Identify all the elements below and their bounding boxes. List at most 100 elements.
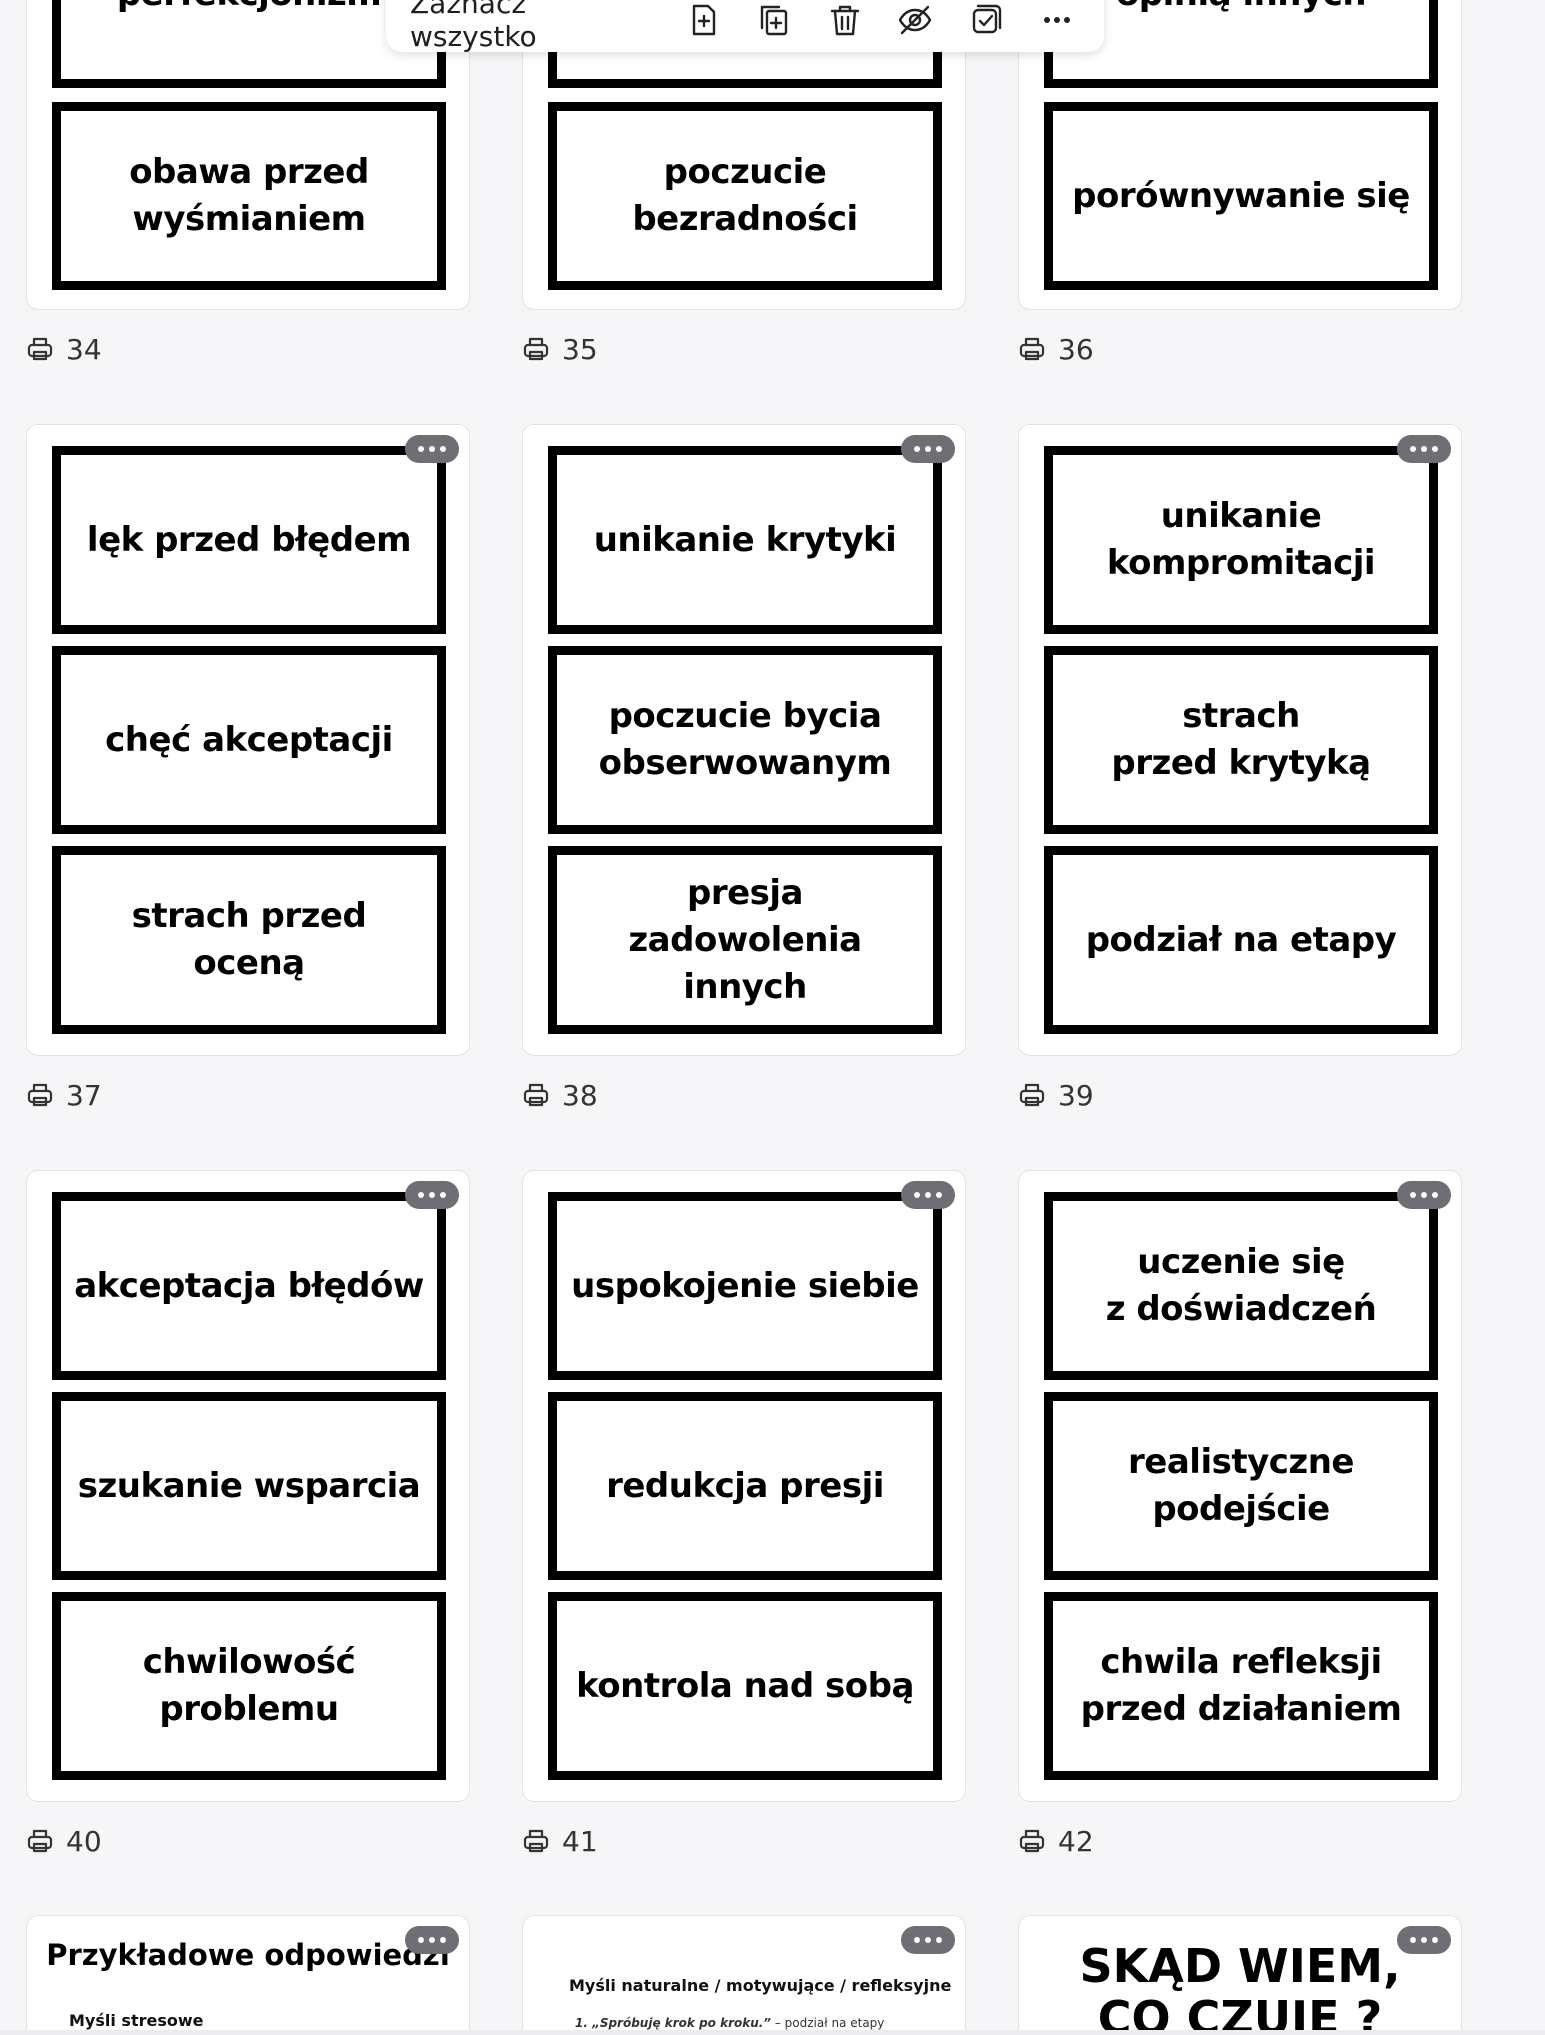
page-more-options-button[interactable] [405,1926,459,1954]
select-all-button[interactable]: Zaznacz wszystko [410,0,537,53]
flashcard: opinią innych [1044,0,1438,88]
flashcard: realistyczne podejście [1044,1392,1438,1580]
page-more-options-button[interactable] [901,435,955,463]
check-square-icon [972,4,1002,34]
flashcard: strach przed oceną [52,846,446,1034]
flashcard: chwilowość problemu [52,1592,446,1780]
hide-page-button[interactable] [892,0,939,44]
page-heading: Myśli naturalne / motywujące / refleksyj… [569,1976,952,1995]
page-more-options-button[interactable] [1397,1181,1451,1209]
flashcard: strach przed krytyką [1044,646,1438,834]
more-options-button[interactable] [1033,0,1080,44]
select-button[interactable] [963,0,1010,44]
text-line: 1. „Spróbuję krok po kroku.” – podział n… [575,2016,884,2030]
page-more-options-button[interactable] [1397,1926,1451,1954]
dot [1432,1937,1438,1943]
page-selection-toolbar: Zaznacz wszystko [386,0,1104,53]
page-number-label: 34 [26,331,102,367]
page-thumbnail[interactable]: perfekcjonizmobawa przed wyśmianiem [26,0,470,310]
flashcard: szukanie wsparcia [52,1392,446,1580]
page-number-label: 36 [1018,331,1094,367]
dot [418,1937,424,1943]
page-number-label: 35 [522,331,598,367]
line-rest: – podział na etapy [771,2016,885,2030]
page-heading: SKĄD WIEM, CO CZUJĘ ? [1079,1939,1401,2035]
flashcard: poczucie bycia obserwowanym [548,646,942,834]
dot [418,446,424,452]
flashcard: unikanie kompromitacji [1044,446,1438,634]
page-thumbnail[interactable]: opinią innychporównywanie się [1018,0,1462,310]
printer-icon [523,1829,549,1853]
page-heading: Przykładowe odpowiedzi [46,1938,450,1972]
more-horizontal-icon [1043,17,1070,23]
page-number: 34 [66,332,102,366]
add-page-icon [692,4,715,36]
dot [914,1192,920,1198]
page-number: 41 [562,1824,598,1858]
delete-page-button[interactable] [822,0,869,44]
page-more-options-button[interactable] [901,1181,955,1209]
add-page-button[interactable] [680,0,727,44]
flashcard: kontrola nad sobą [548,1592,942,1780]
printer-icon [1019,1829,1045,1853]
scroll-strip[interactable] [0,2030,1545,2035]
flashcard: uczenie się z doświadczeń [1044,1192,1438,1380]
dot [429,446,435,452]
eye-off-icon [899,5,932,35]
flashcard: redukcja presji [548,1392,942,1580]
printer-icon [27,337,53,361]
dot [1410,446,1416,452]
flashcard: lęk przed błędem [52,446,446,634]
page-number: 35 [562,332,598,366]
page-number-label: 40 [26,1823,102,1859]
page-more-options-button[interactable] [901,1926,955,1954]
page-number-label: 37 [26,1077,102,1113]
page-number: 36 [1058,332,1094,366]
flashcard: presja zadowolenia innych [548,846,942,1034]
quote-text: 1. „Spróbuję krok po kroku.” [575,2016,772,2030]
dot [925,446,931,452]
page-more-options-button[interactable] [405,435,459,463]
dot [1421,1192,1427,1198]
dot [914,1937,920,1943]
page-number: 40 [66,1824,102,1858]
flashcard: akceptacja błędów [52,1192,446,1380]
dot [936,1192,942,1198]
page-thumbnail[interactable]: Myśli naturalne / motywujące / refleksyj… [522,1915,966,2035]
flashcard: unikanie krytyki [548,446,942,634]
dot [1421,446,1427,452]
page-thumbnail[interactable]: SKĄD WIEM, CO CZUJĘ ? [1018,1915,1462,2035]
printer-icon [27,1829,53,1853]
flashcard: podział na etapy [1044,846,1438,1034]
dot [440,446,446,452]
flashcard: chęć akceptacji [52,646,446,834]
dot [1410,1192,1416,1198]
flashcard: uspokojenie siebie [548,1192,942,1380]
dot [1421,1937,1427,1943]
page-number-label: 42 [1018,1823,1094,1859]
trash-icon [830,5,860,36]
printer-icon [523,337,549,361]
dot [1432,446,1438,452]
duplicate-page-button[interactable] [751,0,798,44]
dot [418,1192,424,1198]
page-more-options-button[interactable] [405,1181,459,1209]
page-number-label: 41 [522,1823,598,1859]
printer-icon [523,1083,549,1107]
dot [1432,1192,1438,1198]
dot [925,1192,931,1198]
dot [440,1192,446,1198]
dot [429,1192,435,1198]
dot [936,446,942,452]
page-more-options-button[interactable] [1397,435,1451,463]
page-number: 38 [562,1078,598,1112]
page-number-label: 38 [522,1077,598,1113]
